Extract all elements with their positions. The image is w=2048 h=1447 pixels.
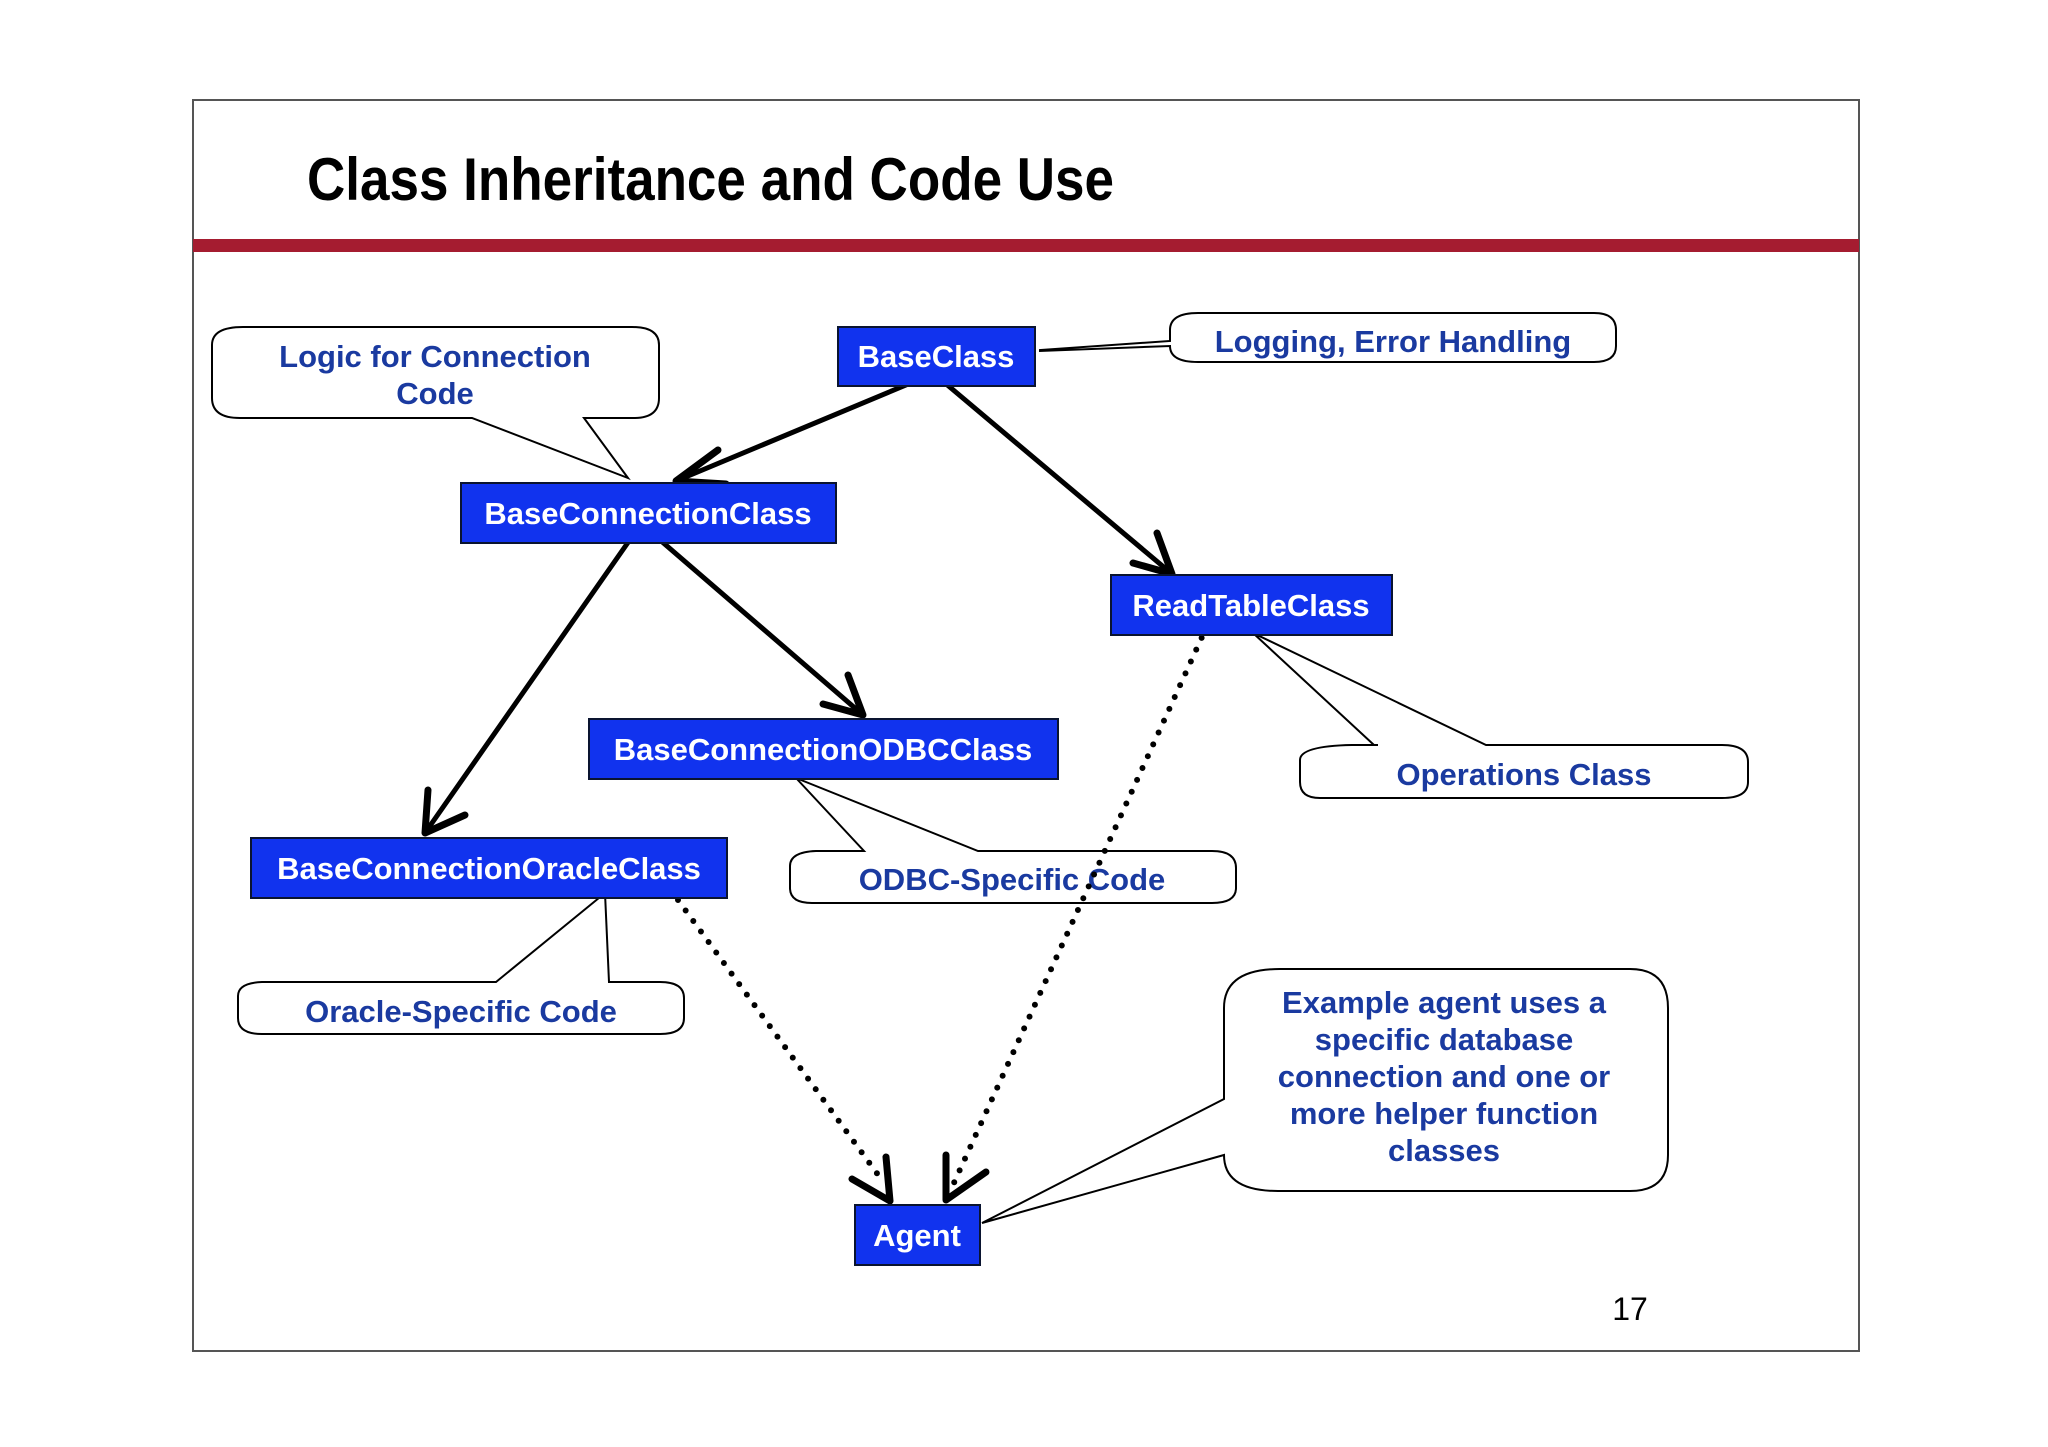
class-label-read-table: ReadTableClass xyxy=(1132,588,1369,623)
callout-agent-example-line3: connection and one or xyxy=(1278,1059,1610,1094)
callout-agent-example-line5: classes xyxy=(1388,1133,1500,1168)
class-label-base: BaseClass xyxy=(858,339,1015,374)
callout-agent-example-line2: specific database xyxy=(1315,1022,1573,1057)
callout-oracle-specific-text: Oracle-Specific Code xyxy=(305,994,617,1029)
callout-logging-text: Logging, Error Handling xyxy=(1215,324,1571,359)
class-label-base-connection: BaseConnectionClass xyxy=(484,496,811,531)
page-number: 17 xyxy=(1612,1291,1648,1327)
class-box-base-connection-oracle: BaseConnectionOracleClass xyxy=(250,837,728,899)
callout-connection-logic-line1: Logic for Connection xyxy=(279,339,591,374)
callout-agent-example-line1: Example agent uses a xyxy=(1282,985,1607,1020)
class-label-base-connection-odbc: BaseConnectionODBCClass xyxy=(614,732,1033,767)
dotted-arrow-read-table-to-agent xyxy=(942,623,1210,1204)
callout-connection-logic-line2: Code xyxy=(396,376,474,411)
callout-odbc-specific: ODBC-Specific Code xyxy=(789,777,1237,904)
class-box-base: BaseClass xyxy=(837,326,1036,387)
slide-title: Class Inheritance and Code Use xyxy=(307,146,1114,213)
class-label-base-connection-oracle: BaseConnectionOracleClass xyxy=(277,851,701,886)
callout-operations-text: Operations Class xyxy=(1397,757,1652,792)
class-box-base-connection: BaseConnectionClass xyxy=(460,482,837,544)
callout-connection-logic: Logic for Connection Code xyxy=(211,326,660,481)
dotted-arrow-oracle-to-agent xyxy=(675,897,894,1205)
callout-logging: Logging, Error Handling xyxy=(1039,312,1617,363)
callout-agent-example-line4: more helper function xyxy=(1290,1096,1598,1131)
class-box-base-connection-odbc: BaseConnectionODBCClass xyxy=(588,718,1059,780)
arrow-base-connection-to-oracle xyxy=(421,538,632,837)
class-box-read-table: ReadTableClass xyxy=(1110,574,1393,636)
arrow-base-connection-to-odbc xyxy=(657,537,867,719)
class-box-agent: Agent xyxy=(854,1204,981,1266)
title-accent-bar xyxy=(193,239,1859,252)
callout-odbc-specific-text: ODBC-Specific Code xyxy=(859,862,1166,897)
callout-agent-example: Example agent uses a specific database c… xyxy=(981,968,1669,1224)
callout-oracle-specific: Oracle-Specific Code xyxy=(237,890,685,1035)
class-label-agent: Agent xyxy=(873,1218,961,1253)
callout-operations: Operations Class xyxy=(1252,632,1749,799)
